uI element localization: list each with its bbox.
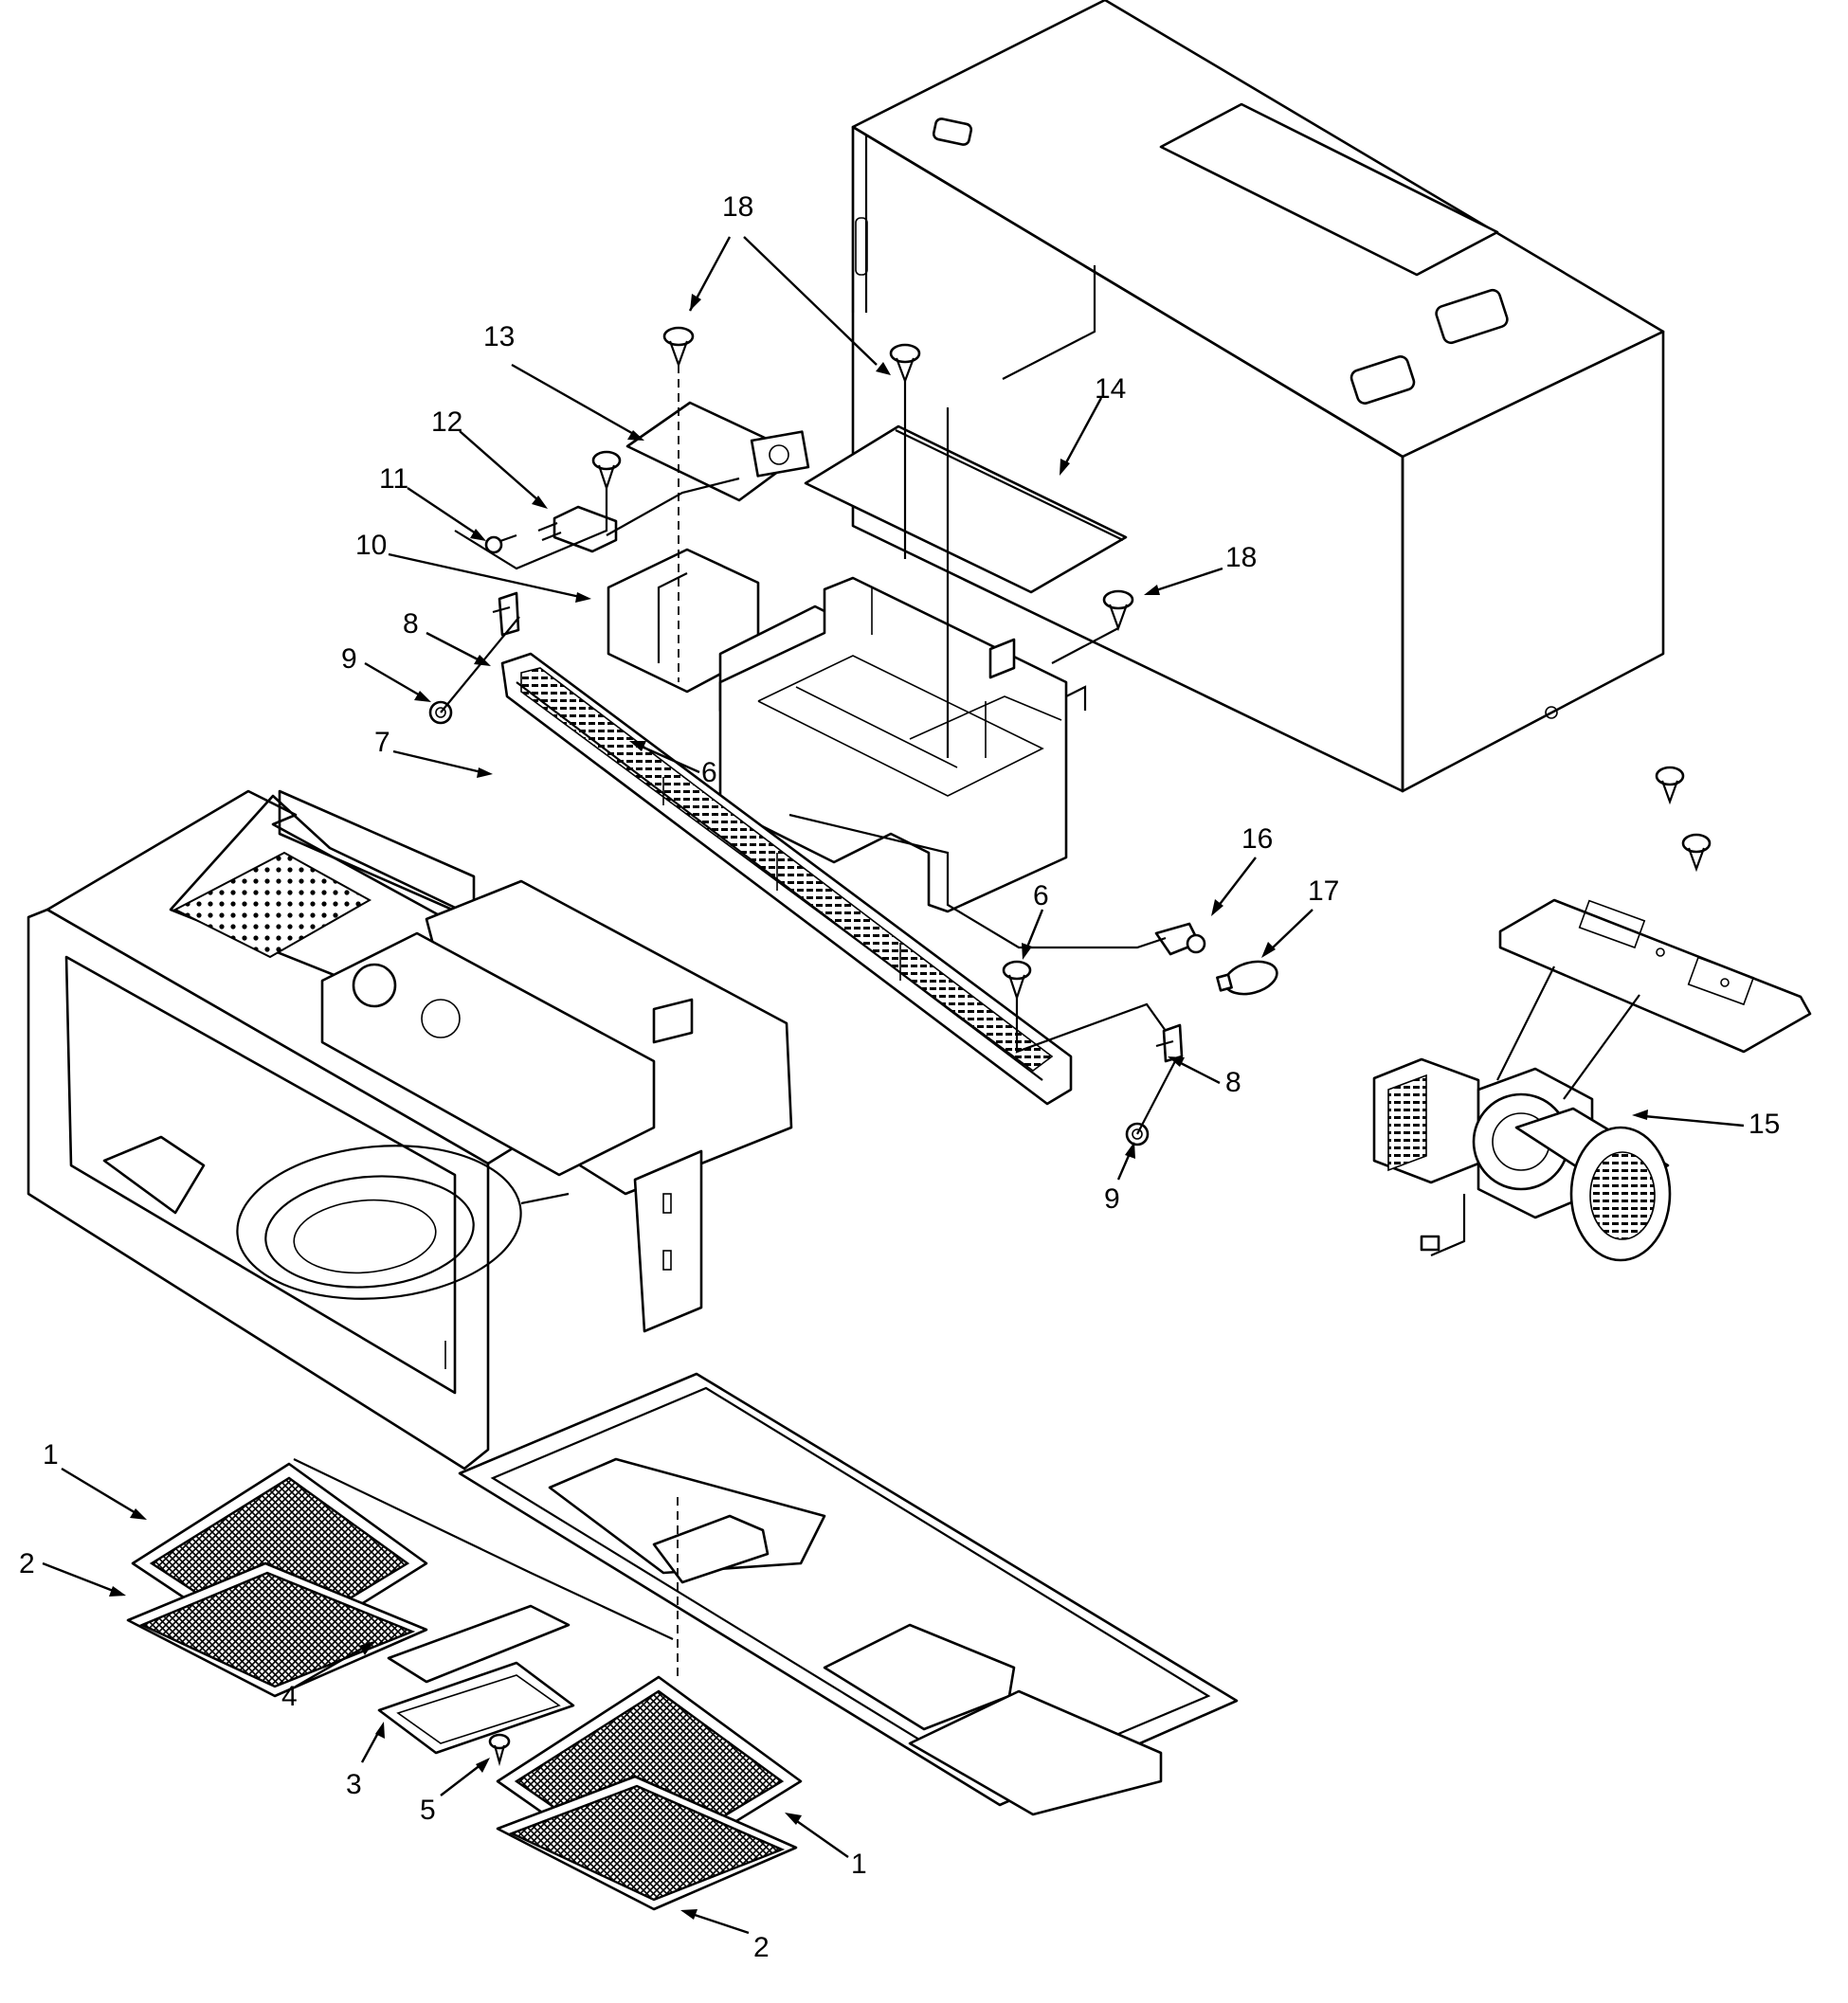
- callout-arrows: [42, 236, 1745, 1935]
- screw-6-left: [591, 450, 622, 492]
- callout-9-left: 9: [341, 643, 357, 675]
- callout-1-right: 1: [851, 1849, 867, 1880]
- callout-8-right: 8: [1225, 1067, 1241, 1098]
- part-10-air-duct: [607, 407, 1087, 913]
- part-15-blower-motor: [1372, 965, 1672, 1262]
- callout-18-right: 18: [1225, 542, 1257, 573]
- callout-4: 4: [281, 1681, 298, 1712]
- callout-10: 10: [355, 530, 387, 561]
- callout-6-right: 6: [1033, 880, 1049, 911]
- screw-6-right: [1002, 960, 1032, 1002]
- callout-labels: 18 13 14 12 11 10 18 8 9 7 6 16 17 6 8 1…: [19, 191, 1780, 1963]
- part-4-light-lens: [387, 1604, 571, 1684]
- callout-12: 12: [431, 406, 462, 438]
- screw-18-left: [662, 326, 695, 369]
- part-11-clip: [484, 533, 517, 554]
- screw-blower-1: [1655, 766, 1685, 805]
- callout-3: 3: [346, 1769, 362, 1800]
- callout-9-right: 9: [1104, 1183, 1120, 1215]
- callout-17: 17: [1308, 875, 1339, 907]
- part-14-cover: [804, 424, 1128, 594]
- screw-18-middle: [889, 343, 921, 385]
- clip-8-left: [492, 591, 520, 637]
- callout-2-left: 2: [19, 1548, 35, 1579]
- bottom-plate: [293, 1372, 1239, 1816]
- oven-cavity: [27, 789, 793, 1471]
- callout-18-top: 18: [722, 191, 753, 223]
- callout-11: 11: [379, 463, 408, 495]
- callout-14: 14: [1095, 373, 1126, 405]
- charcoal-filter-2-right: [496, 1775, 798, 1911]
- blower-mounting-plate: [1498, 898, 1812, 1054]
- callout-1-left: 1: [43, 1439, 59, 1471]
- callout-5: 5: [420, 1795, 436, 1826]
- part-16-lamp-socket: [1154, 922, 1206, 956]
- part-7-vent-grille: [500, 652, 1073, 1106]
- callout-2-right: 2: [753, 1932, 770, 1963]
- clip-8-right: [1155, 1023, 1184, 1063]
- callout-15: 15: [1748, 1109, 1780, 1140]
- part-5-screw: [488, 1733, 511, 1767]
- assembly-guide-lines: [440, 365, 1176, 1135]
- callout-8-left: 8: [403, 608, 419, 640]
- part-17-light-bulb: [1216, 960, 1278, 996]
- screw-18-right: [1102, 589, 1134, 632]
- outer-cabinet: [851, 0, 1665, 793]
- screw-blower-2: [1681, 833, 1712, 873]
- callout-6-left: 6: [701, 757, 717, 788]
- callout-16: 16: [1241, 823, 1273, 855]
- part-3-light-cover: [377, 1661, 575, 1755]
- callout-7: 7: [374, 727, 390, 758]
- part-12-thermal-cutout: [537, 505, 618, 553]
- callout-13: 13: [483, 321, 515, 352]
- part-13-bracket: [625, 401, 810, 502]
